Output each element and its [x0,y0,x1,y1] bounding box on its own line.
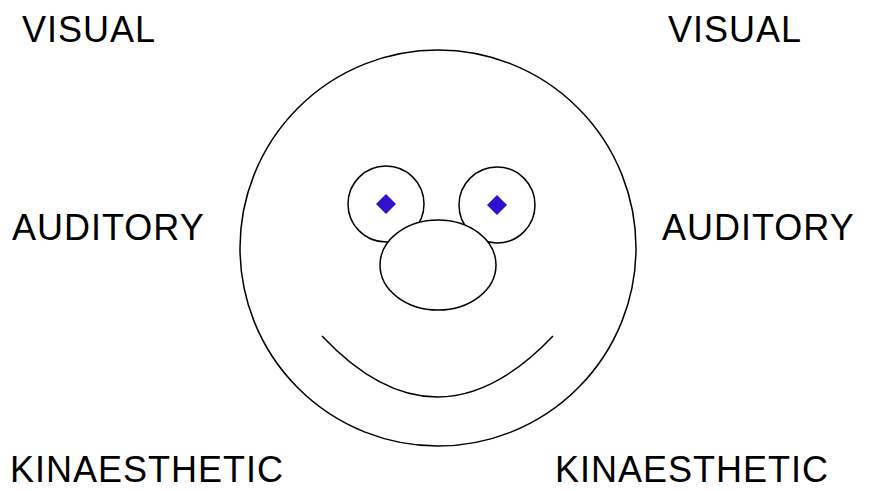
sense-label: VISUAL [668,12,802,48]
nose [380,220,496,310]
sense-label: VISUAL [22,12,156,48]
right-pupil [487,195,507,215]
sense-label: KINAESTHETIC [10,452,284,488]
sense-label: KINAESTHETIC [555,452,829,488]
sense-label: AUDITORY [12,210,205,246]
mouth [322,336,553,397]
left-pupil [376,194,396,214]
sense-label: AUDITORY [662,210,855,246]
head-outline [240,50,636,446]
